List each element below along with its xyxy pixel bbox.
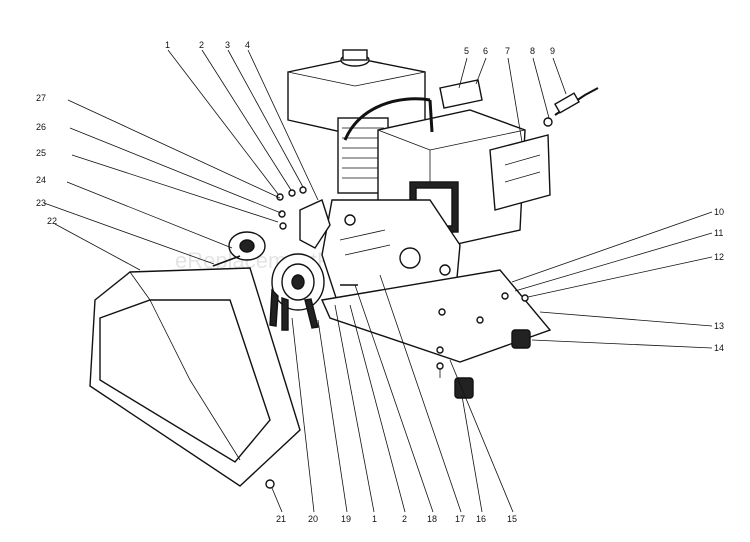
callout-8: 8: [530, 46, 535, 56]
callout-13: 13: [714, 321, 724, 331]
callout-labels: 1 2 3 4 5 6 7 8 9 10 11 12 13 14 15 16 1…: [36, 40, 724, 524]
callout-24: 24: [36, 175, 46, 185]
callout-22: 22: [47, 216, 57, 226]
callout-9: 9: [550, 46, 555, 56]
callout-18: 18: [427, 514, 437, 524]
callout-16: 16: [476, 514, 486, 524]
idler-pulley: [228, 231, 266, 261]
callout-3: 3: [225, 40, 230, 50]
belts: [269, 288, 319, 331]
callout-5: 5: [464, 46, 469, 56]
base-plate: [320, 269, 552, 363]
callout-27: 27: [36, 93, 46, 103]
callout-10: 10: [714, 207, 724, 217]
callout-11: 11: [714, 228, 723, 238]
callout-14: 14: [714, 343, 724, 353]
callout-2: 2: [199, 40, 204, 50]
callout-7: 7: [505, 46, 510, 56]
callout-4: 4: [245, 40, 250, 50]
callout-12: 12: [714, 252, 724, 262]
idler-bracket: [299, 199, 331, 249]
engine-pulley: [271, 253, 325, 311]
callout-15: 15: [507, 514, 517, 524]
callout-20: 20: [308, 514, 318, 524]
callout-21: 21: [276, 514, 286, 524]
rubber-mounts: [436, 329, 531, 399]
belt-guard: [89, 267, 301, 487]
cooling-fins: [342, 127, 384, 179]
hardware: [212, 117, 553, 489]
callout-1b: 1: [372, 514, 377, 524]
callout-25: 25: [36, 148, 46, 158]
leader-lines: [43, 49, 713, 513]
callout-2b: 2: [402, 514, 407, 524]
engine: [287, 49, 599, 311]
callout-17: 17: [455, 514, 465, 524]
callout-1: 1: [165, 40, 170, 50]
callout-19: 19: [341, 514, 351, 524]
callout-23: 23: [36, 198, 46, 208]
callout-26: 26: [36, 122, 46, 132]
callout-6: 6: [483, 46, 488, 56]
